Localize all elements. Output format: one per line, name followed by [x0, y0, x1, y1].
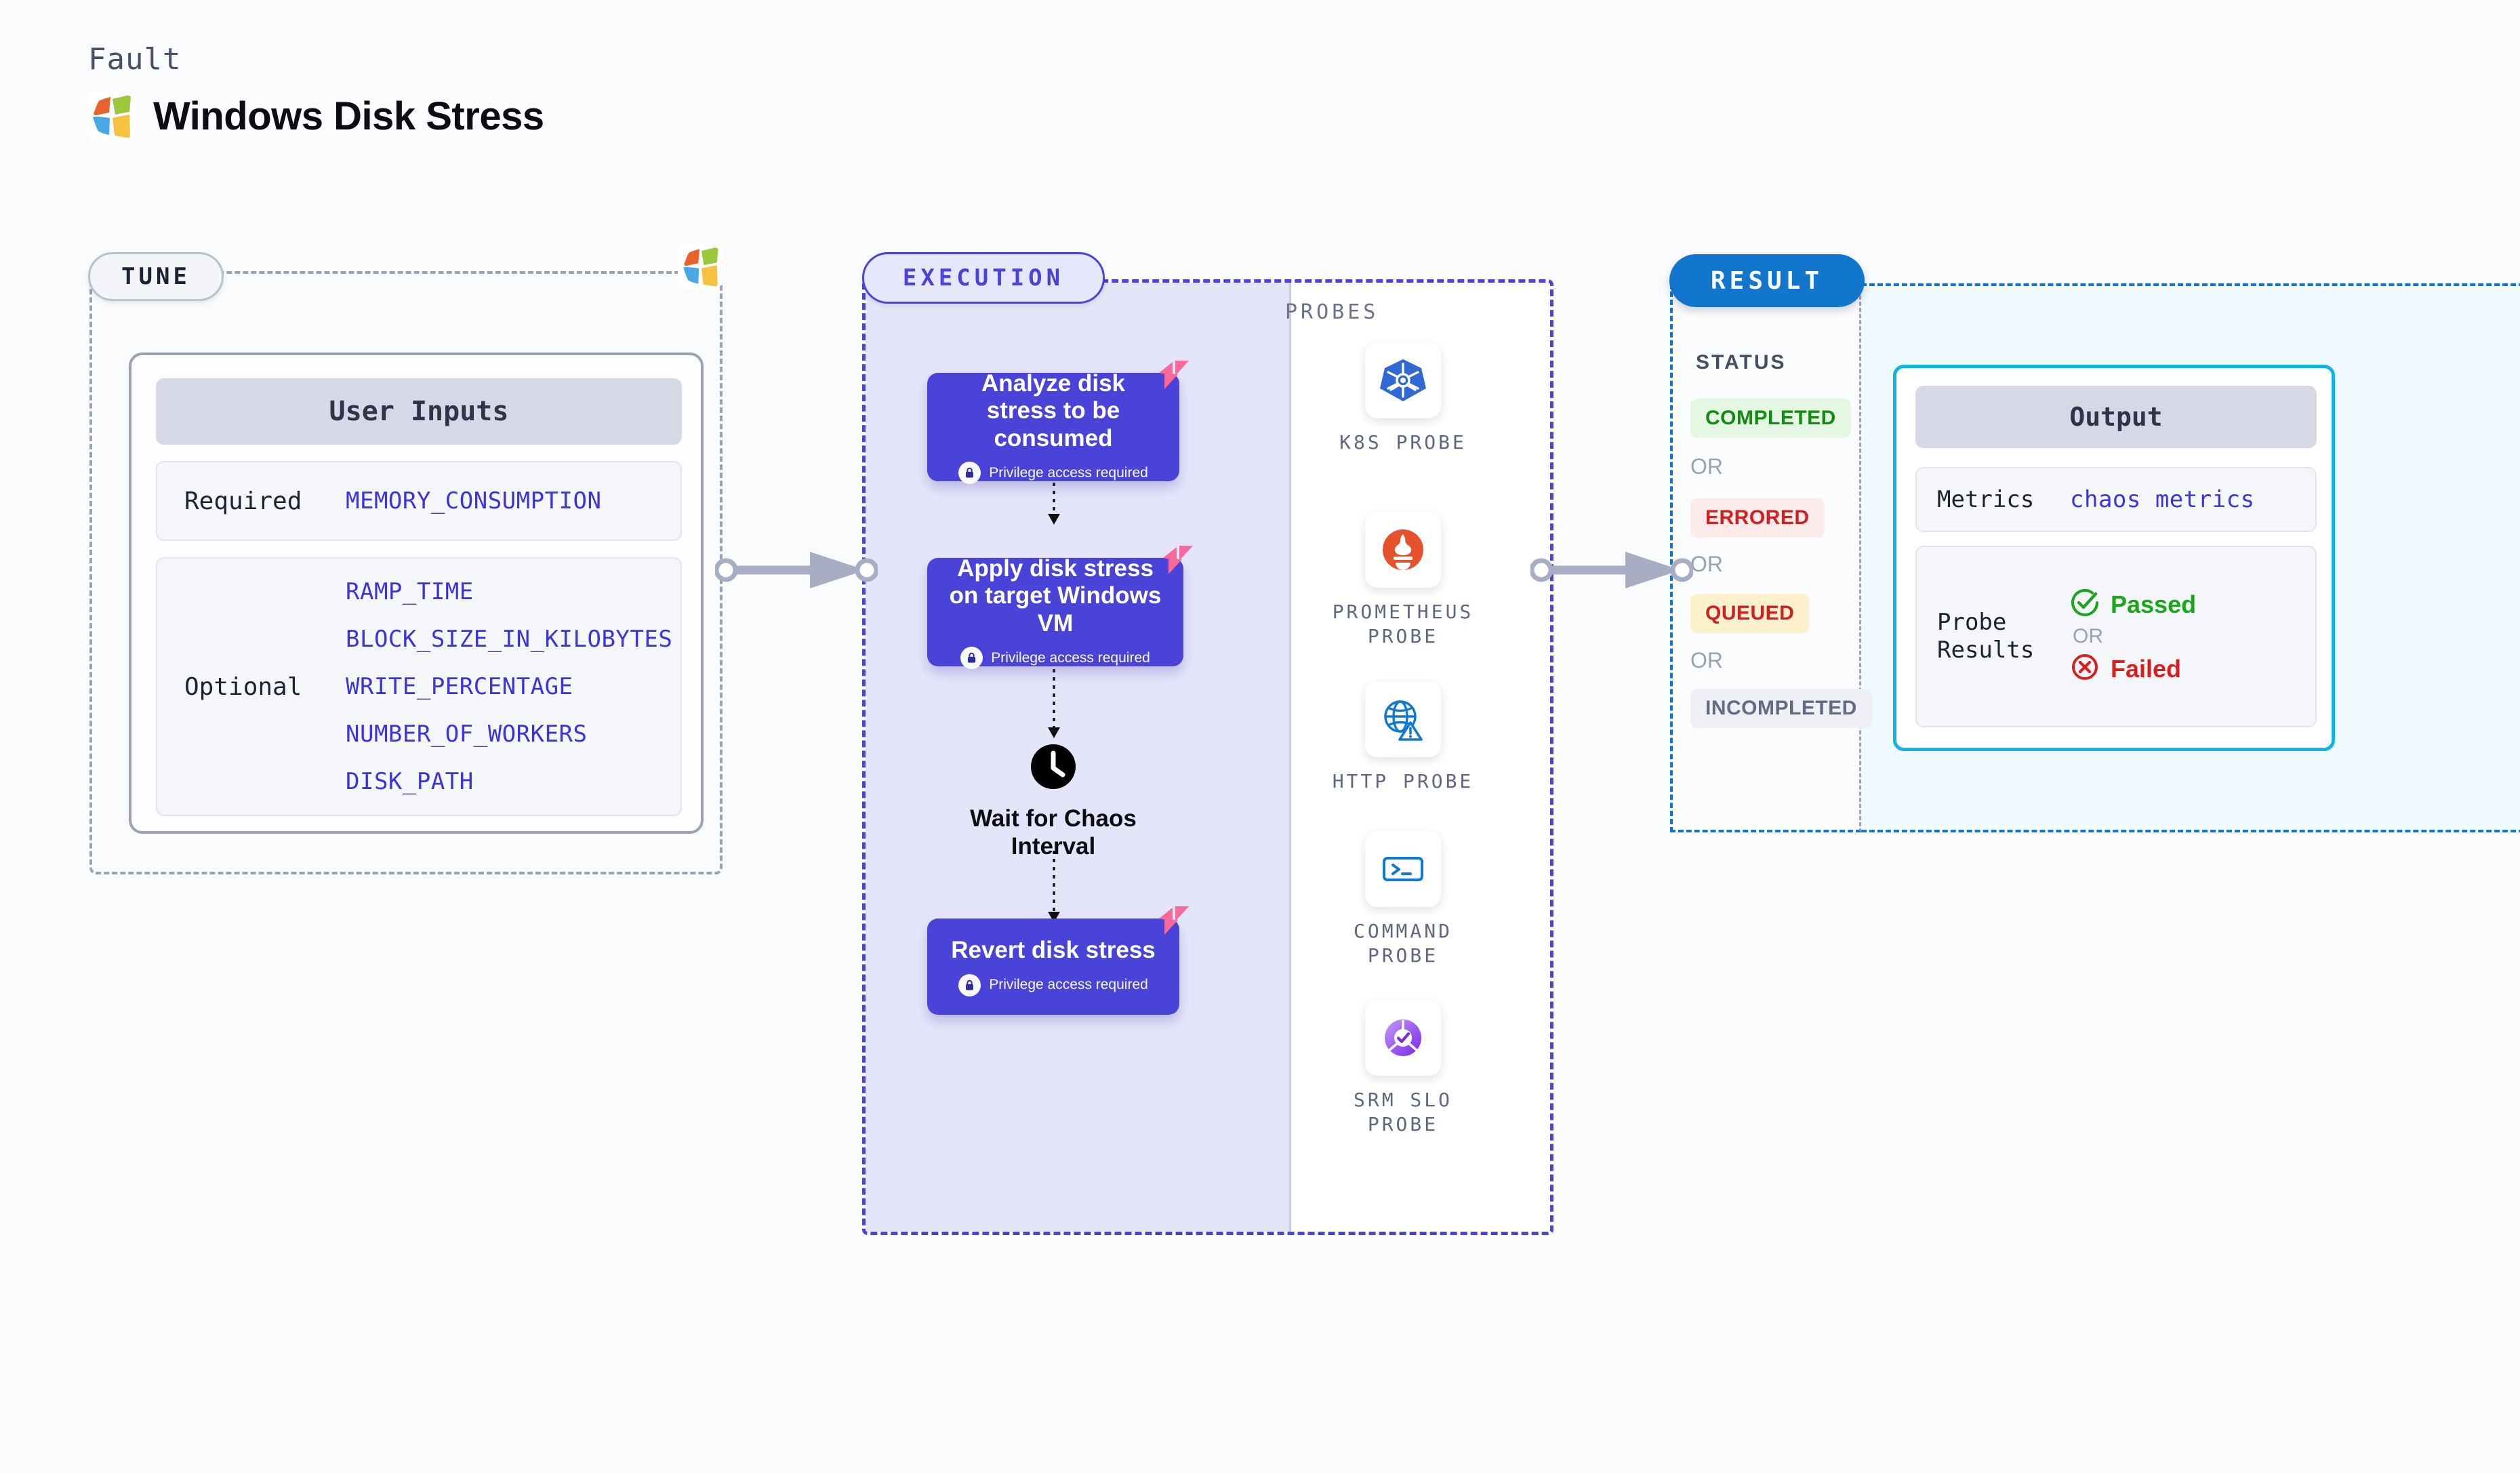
- litmus-tag-icon: [1155, 904, 1192, 941]
- litmus-tag-icon: [1159, 543, 1196, 580]
- step-title: Revert disk stress: [951, 937, 1156, 964]
- input-token: NUMBER_OF_WORKERS: [346, 721, 588, 748]
- status-or-3: OR: [1690, 648, 1723, 672]
- flow-arrow-3: [1040, 851, 1068, 929]
- step-title: Analyze disk stress to be consumed: [981, 369, 1126, 451]
- status-or-1: OR: [1690, 454, 1723, 479]
- probe-results-or: OR: [2073, 625, 2103, 647]
- lock-icon: [960, 647, 983, 670]
- page-title-text: Windows Disk Stress: [153, 94, 544, 138]
- probe-label: K8S PROBE: [1339, 431, 1467, 453]
- execution-step-revert[interactable]: Revert disk stress Privilege access requ…: [927, 906, 1189, 1015]
- privilege-note: Privilege access required: [958, 462, 1148, 485]
- status-badge-incompleted: INCOMPLETED: [1690, 689, 1872, 728]
- probes-section-label: PROBES: [1285, 300, 1379, 324]
- probe-result-passed: Passed: [2070, 588, 2196, 621]
- output-probe-results-row: Probe Results Passed OR: [1915, 546, 2317, 727]
- privilege-note: Privilege access required: [960, 647, 1150, 670]
- status-label: STATUS: [1696, 351, 1787, 374]
- failed-label: Failed: [2111, 654, 2182, 683]
- probe-label: COMMAND PROBE: [1353, 920, 1452, 967]
- input-token: BLOCK_SIZE_IN_KILOBYTES: [346, 626, 673, 653]
- wait-for-chaos-interval-node: Wait for Chaos Interval: [969, 743, 1137, 861]
- optional-values: RAMP_TIME BLOCK_SIZE_IN_KILOBYTES WRITE_…: [346, 578, 672, 795]
- status-or-2: OR: [1690, 552, 1723, 576]
- tune-windows-badge-icon: [678, 244, 723, 292]
- status-badge-completed: COMPLETED: [1690, 399, 1851, 438]
- probe-label: HTTP PROBE: [1332, 770, 1474, 792]
- privilege-note-text: Privilege access required: [989, 977, 1148, 993]
- probe-prometheus[interactable]: PROMETHEUS PROBE: [1315, 512, 1491, 649]
- metrics-value: chaos metrics: [2070, 486, 2255, 513]
- srm-slo-icon: [1365, 1000, 1441, 1076]
- execution-step-apply[interactable]: Apply disk stress on target Windows VM P…: [927, 546, 1193, 670]
- prometheus-icon: [1365, 512, 1441, 588]
- page-title: Windows Disk Stress: [87, 92, 544, 140]
- probe-results-values: Passed OR Failed: [2070, 588, 2196, 685]
- x-circle-icon: [2070, 652, 2100, 685]
- required-label: Required: [184, 487, 302, 515]
- required-values: MEMORY_CONSUMPTION: [346, 487, 601, 514]
- result-pill: RESULT: [1669, 254, 1865, 307]
- input-token: RAMP_TIME: [346, 578, 474, 605]
- windows-logo-icon: [87, 92, 136, 140]
- probe-results-label: Probe Results: [1937, 609, 2035, 664]
- http-globe-warning-icon: [1365, 681, 1441, 757]
- wait-node-label: Wait for Chaos Interval: [970, 805, 1137, 860]
- input-token: MEMORY_CONSUMPTION: [346, 487, 602, 514]
- output-metrics-row: Metrics chaos metrics: [1915, 467, 2317, 532]
- fault-kicker: Fault: [88, 42, 182, 77]
- input-token: WRITE_PERCENTAGE: [346, 673, 573, 700]
- flow-arrow-2: [1040, 669, 1068, 744]
- step-title: Apply disk stress on target Windows VM: [949, 554, 1162, 637]
- passed-label: Passed: [2111, 590, 2197, 618]
- probe-srm-slo[interactable]: SRM SLO PROBE: [1315, 1000, 1491, 1137]
- user-inputs-card: User Inputs Required MEMORY_CONSUMPTION …: [129, 352, 704, 834]
- probe-http[interactable]: HTTP PROBE: [1315, 681, 1491, 794]
- flow-arrow-1: [1040, 483, 1068, 531]
- kubernetes-icon: [1365, 342, 1441, 418]
- clock-icon: [1030, 743, 1077, 794]
- execution-step-analyze[interactable]: Analyze disk stress to be consumed Privi…: [927, 361, 1189, 485]
- probe-result-failed: Failed: [2070, 652, 2181, 685]
- required-inputs-row: Required MEMORY_CONSUMPTION: [156, 461, 682, 541]
- execution-pill: EXECUTION: [862, 252, 1105, 304]
- connector-tune-execution: [714, 546, 879, 597]
- probe-k8s[interactable]: K8S PROBE: [1315, 342, 1491, 455]
- execution-probes-divider: [1289, 283, 1291, 1232]
- probe-label: PROMETHEUS PROBE: [1332, 601, 1474, 648]
- tune-pill: TUNE: [88, 252, 224, 301]
- lock-icon: [958, 462, 981, 485]
- user-inputs-title: User Inputs: [156, 378, 682, 445]
- optional-label: Optional: [184, 672, 302, 701]
- output-title: Output: [1915, 386, 2317, 448]
- status-badge-errored: ERRORED: [1690, 498, 1825, 538]
- check-circle-icon: [2070, 588, 2100, 621]
- connector-execution-result: [1529, 546, 1694, 597]
- terminal-icon: [1365, 831, 1441, 907]
- output-card: Output Metrics chaos metrics Probe Resul…: [1893, 365, 2335, 751]
- privilege-note-text: Privilege access required: [991, 649, 1150, 666]
- optional-inputs-row: Optional RAMP_TIME BLOCK_SIZE_IN_KILOBYT…: [156, 557, 682, 816]
- probe-label: SRM SLO PROBE: [1353, 1089, 1452, 1136]
- lock-icon: [958, 973, 981, 996]
- litmus-tag-icon: [1155, 358, 1192, 395]
- metrics-label: Metrics: [1937, 486, 2035, 513]
- privilege-note: Privilege access required: [958, 973, 1148, 996]
- status-badge-queued: QUEUED: [1690, 594, 1810, 633]
- probe-command[interactable]: COMMAND PROBE: [1315, 831, 1491, 969]
- privilege-note-text: Privilege access required: [989, 464, 1148, 481]
- result-status-zone: [1670, 283, 1861, 832]
- input-token: DISK_PATH: [346, 768, 474, 795]
